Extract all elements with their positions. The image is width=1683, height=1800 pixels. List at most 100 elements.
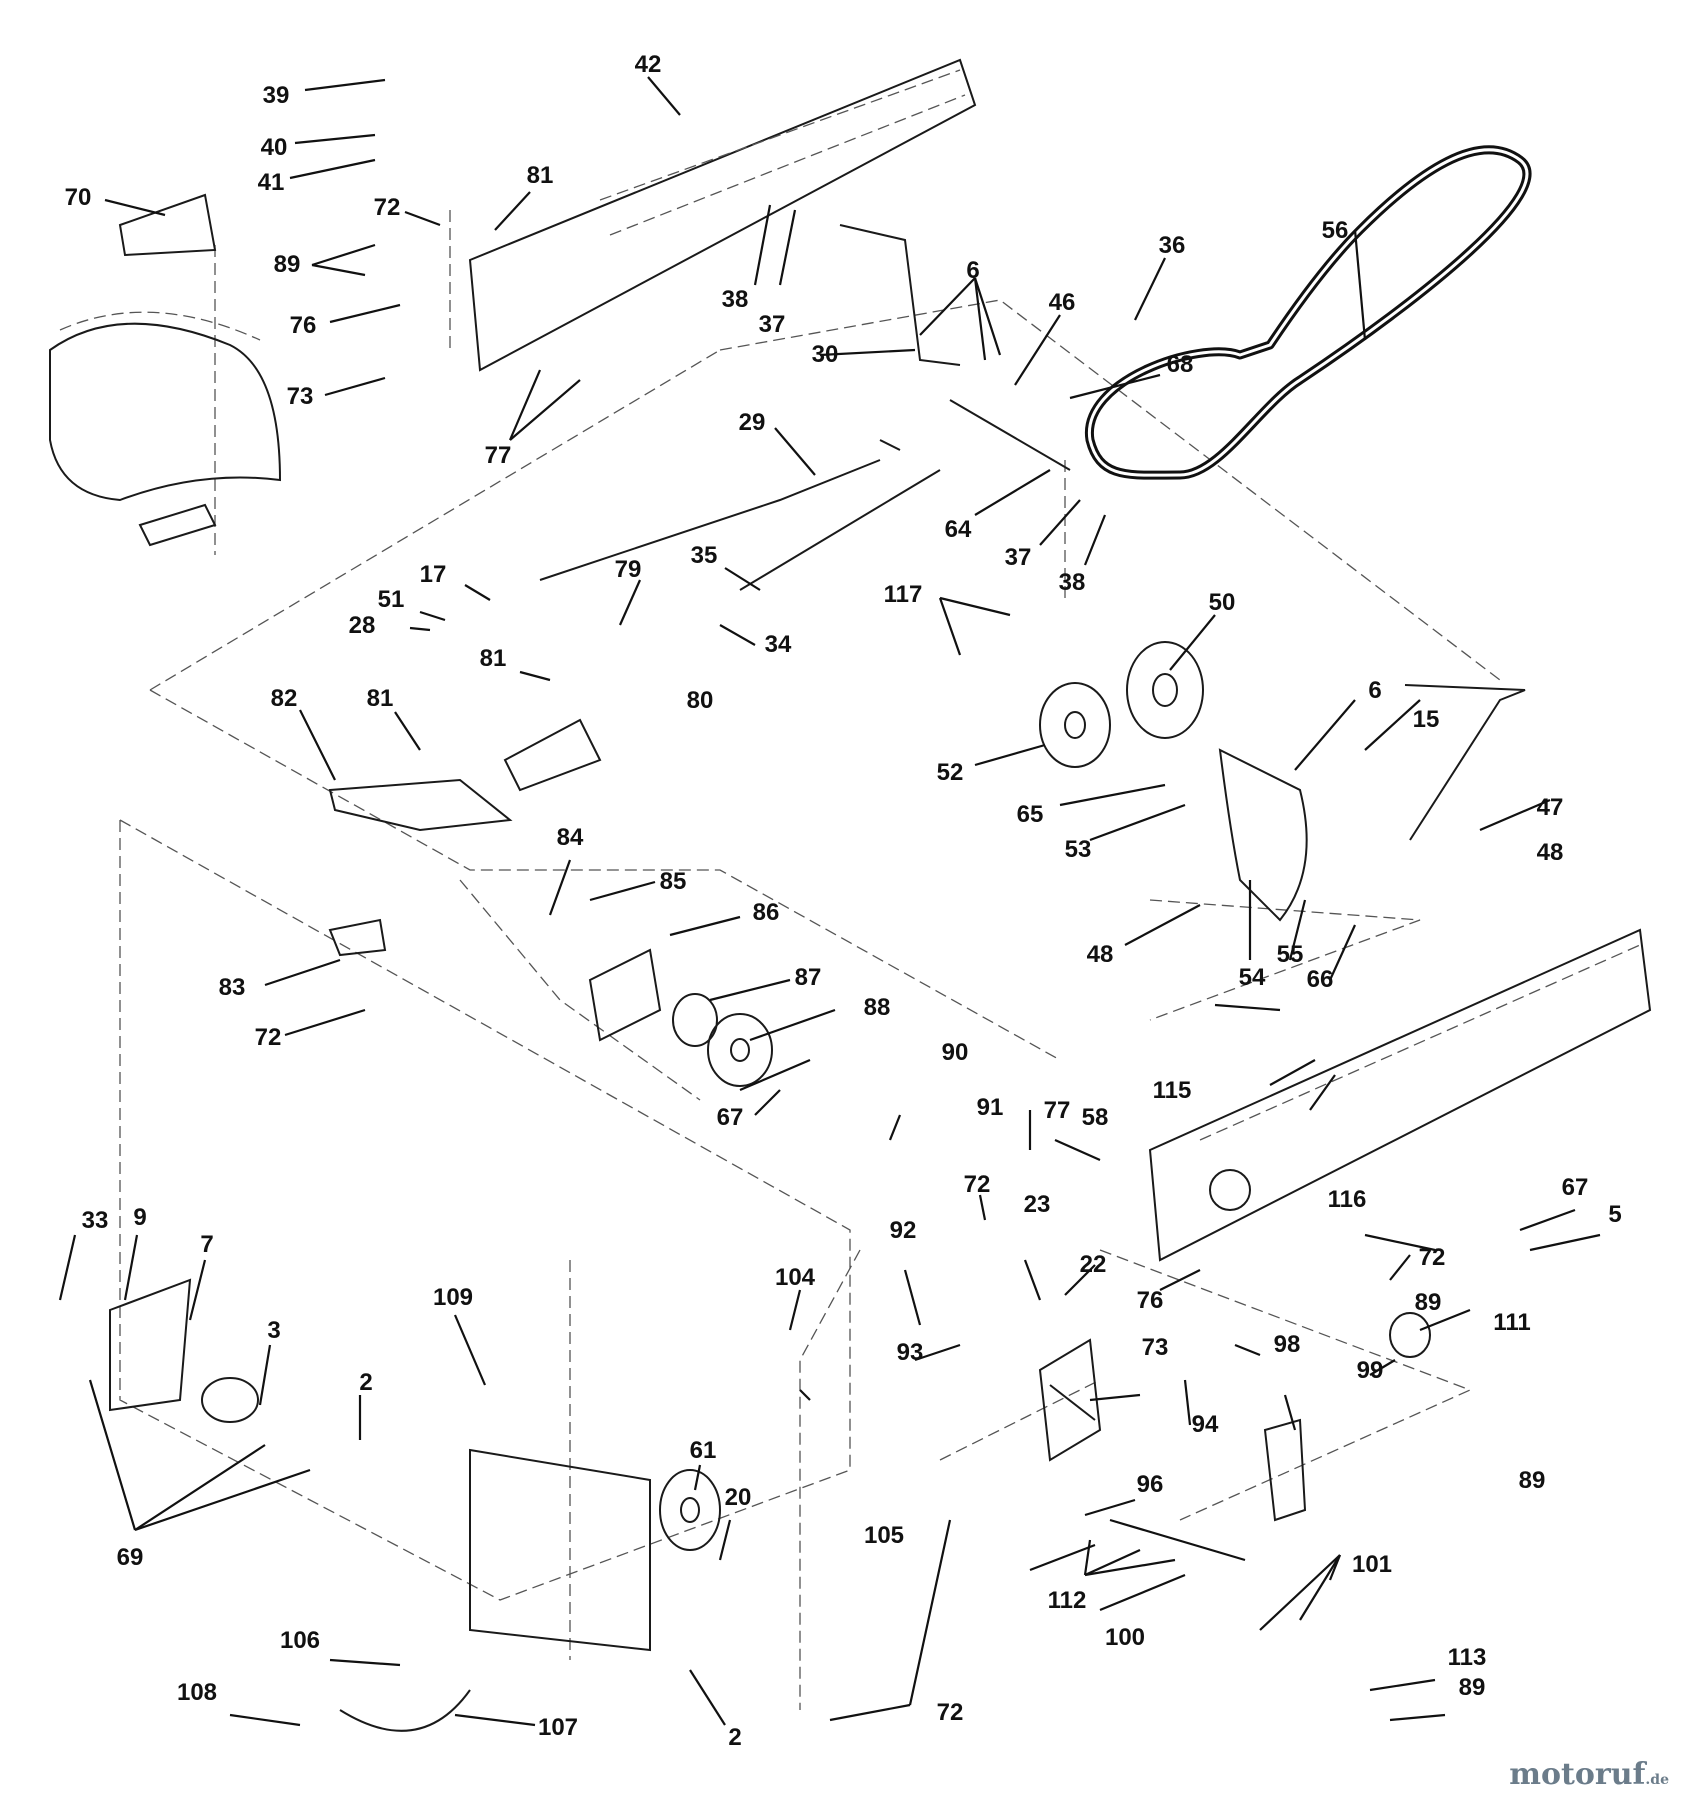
callout-69: 69 <box>117 1544 144 1571</box>
callout-67b: 67 <box>1562 1174 1589 1201</box>
callout-33: 33 <box>82 1207 109 1234</box>
frame-rail-lower <box>1148 928 1652 1262</box>
callout-90: 90 <box>942 1039 969 1066</box>
callout-47: 47 <box>1537 794 1564 821</box>
callout-36: 36 <box>1159 232 1186 259</box>
callout-112: 112 <box>1048 1587 1087 1614</box>
callout-20: 20 <box>725 1484 752 1511</box>
callout-91: 91 <box>977 1094 1004 1121</box>
callout-88: 88 <box>864 994 891 1021</box>
callout-81: 81 <box>527 162 554 189</box>
callout-72e: 72 <box>937 1699 964 1726</box>
callout-55: 55 <box>1277 941 1304 968</box>
callout-92: 92 <box>890 1217 917 1244</box>
callout-30: 30 <box>812 341 839 368</box>
callout-94: 94 <box>1192 1411 1219 1438</box>
callout-37b: 37 <box>1005 544 1032 571</box>
callout-72b: 72 <box>255 1024 282 1051</box>
callout-41: 41 <box>258 169 285 196</box>
callout-85: 85 <box>660 868 687 895</box>
callout-46: 46 <box>1049 289 1076 316</box>
callout-9: 9 <box>133 1204 146 1231</box>
callout-42: 42 <box>635 51 662 78</box>
callout-40: 40 <box>261 134 288 161</box>
callout-108: 108 <box>177 1679 217 1706</box>
callout-5: 5 <box>1608 1201 1621 1228</box>
callout-66: 66 <box>1307 966 1334 993</box>
callout-77: 77 <box>485 442 512 469</box>
assembly-outline-lines <box>119 210 1501 1710</box>
callout-70: 70 <box>65 184 92 211</box>
callout-81b: 81 <box>480 645 507 672</box>
callout-50: 50 <box>1209 589 1236 616</box>
callout-61: 61 <box>690 1437 717 1464</box>
watermark-text: motoruf <box>1509 1757 1646 1792</box>
frame-rail-upper <box>468 58 977 372</box>
callout-38b: 38 <box>1059 569 1086 596</box>
callout-89: 89 <box>274 251 301 278</box>
callout-48b: 48 <box>1087 941 1114 968</box>
callout-labels: 39 40 41 42 70 72 81 89 76 73 77 38 37 3… <box>65 51 1622 1751</box>
callout-93: 93 <box>897 1339 924 1366</box>
callout-6: 6 <box>966 257 979 284</box>
callout-106: 106 <box>280 1627 320 1654</box>
callout-37: 37 <box>759 311 786 338</box>
callout-79: 79 <box>615 556 642 583</box>
callout-86: 86 <box>753 899 780 926</box>
callout-99: 99 <box>1357 1357 1384 1384</box>
callout-22: 22 <box>1080 1251 1107 1278</box>
callout-38: 38 <box>722 286 749 313</box>
callout-15: 15 <box>1413 706 1440 733</box>
callout-98: 98 <box>1274 1331 1301 1358</box>
callout-29: 29 <box>739 409 766 436</box>
callout-89d: 89 <box>1459 1674 1486 1701</box>
callout-58: 58 <box>1082 1104 1109 1131</box>
callout-76b: 76 <box>1137 1287 1164 1314</box>
drive-belt <box>1085 145 1532 480</box>
callout-96: 96 <box>1137 1471 1164 1498</box>
callout-84: 84 <box>557 824 584 851</box>
callout-116: 116 <box>1328 1186 1367 1213</box>
callout-23: 23 <box>1024 1191 1051 1218</box>
callout-72d: 72 <box>1419 1244 1446 1271</box>
callout-81c: 81 <box>367 685 394 712</box>
callout-80: 80 <box>687 687 714 714</box>
callout-104: 104 <box>775 1264 816 1291</box>
callout-107: 107 <box>538 1714 578 1741</box>
callout-115: 115 <box>1153 1077 1192 1104</box>
callout-2: 2 <box>359 1369 372 1396</box>
callout-3: 3 <box>267 1317 280 1344</box>
callout-109: 109 <box>433 1284 473 1311</box>
rods-and-links <box>539 224 1526 841</box>
callout-39: 39 <box>263 82 290 109</box>
callout-17: 17 <box>420 561 447 588</box>
callout-28: 28 <box>349 612 376 639</box>
callout-113: 113 <box>1448 1644 1487 1671</box>
watermark-tld: .de <box>1645 1772 1669 1788</box>
callout-51: 51 <box>378 586 405 613</box>
callout-117: 117 <box>884 581 923 608</box>
callout-2b: 2 <box>728 1724 741 1751</box>
callout-54: 54 <box>1239 964 1266 991</box>
callout-52: 52 <box>937 759 964 786</box>
callout-72c: 72 <box>964 1171 991 1198</box>
callout-101: 101 <box>1352 1551 1392 1578</box>
callout-100: 100 <box>1105 1624 1145 1651</box>
watermark-logo: motoruf.de <box>1509 1757 1669 1792</box>
callout-48: 48 <box>1537 839 1564 866</box>
callout-89c: 89 <box>1519 1467 1546 1494</box>
callout-105: 105 <box>864 1522 904 1549</box>
callout-67: 67 <box>717 1104 744 1131</box>
callout-73b: 73 <box>1142 1334 1169 1361</box>
callout-56: 56 <box>1322 217 1349 244</box>
callout-6b: 6 <box>1368 677 1381 704</box>
callout-68: 68 <box>1167 351 1194 378</box>
callout-64: 64 <box>945 516 972 543</box>
callout-89b: 89 <box>1415 1289 1442 1316</box>
pulleys-and-parts <box>109 641 1431 1732</box>
callout-76: 76 <box>290 312 317 339</box>
callout-65: 65 <box>1017 801 1044 828</box>
callout-82: 82 <box>271 685 298 712</box>
callout-34: 34 <box>765 631 792 658</box>
